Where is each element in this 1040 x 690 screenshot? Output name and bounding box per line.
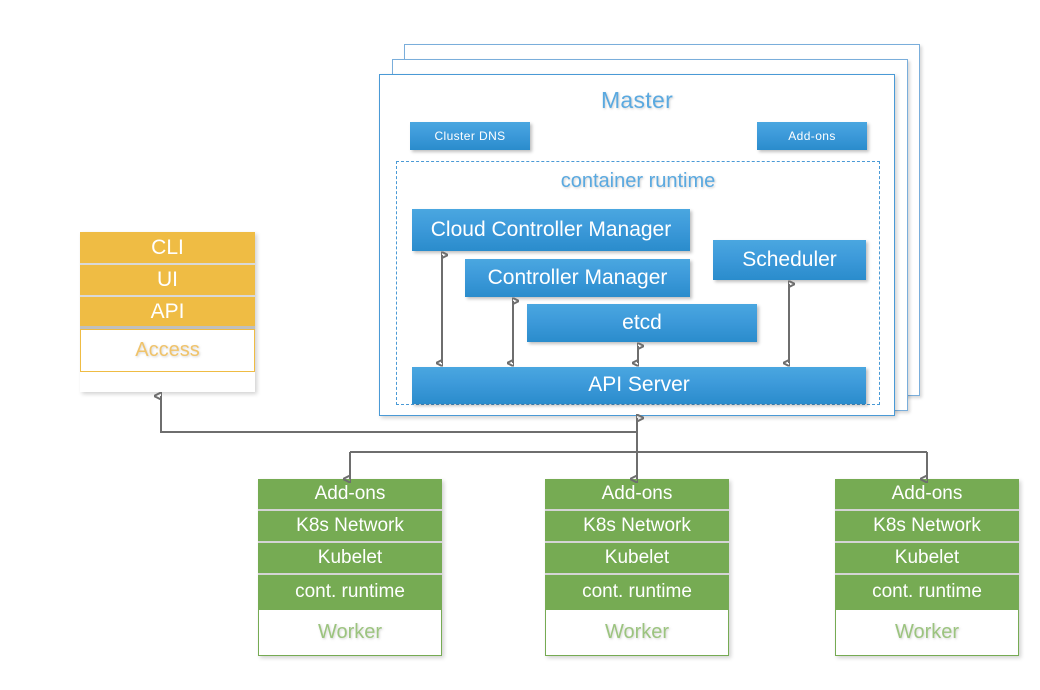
controller-manager-label: Controller Manager (487, 265, 668, 289)
master-add-ons-label: Add-ons (788, 128, 836, 143)
api-server-label: API Server (588, 373, 690, 397)
access-cli-label: CLI (151, 235, 184, 259)
master-add-ons-box[interactable]: Add-ons (757, 122, 867, 150)
worker-3-label-text: Worker (894, 621, 960, 643)
worker-2-label-text: Worker (604, 621, 670, 643)
worker-1-kubelet-label: Kubelet (317, 547, 383, 568)
access-ui-label: UI (157, 268, 178, 291)
worker-3-add-ons-label: Add-ons (891, 483, 963, 504)
worker-node-3[interactable]: Add-ons K8s Network Kubelet cont. runtim… (835, 479, 1019, 656)
access-row-cli[interactable]: CLI (80, 232, 255, 265)
worker-3-row-k8s-network[interactable]: K8s Network (835, 511, 1019, 543)
controller-manager-box[interactable]: Controller Manager (465, 259, 690, 297)
worker-3-row-kubelet[interactable]: Kubelet (835, 543, 1019, 575)
worker-2-row-kubelet[interactable]: Kubelet (545, 543, 729, 575)
worker-3-k8s-network-label: K8s Network (873, 515, 981, 536)
worker-1-row-kubelet[interactable]: Kubelet (258, 543, 442, 575)
cloud-controller-manager-box[interactable]: Cloud Controller Manager (412, 209, 690, 251)
worker-3-row-add-ons[interactable]: Add-ons (835, 479, 1019, 511)
worker-node-1[interactable]: Add-ons K8s Network Kubelet cont. runtim… (258, 479, 442, 656)
worker-2-add-ons-label: Add-ons (601, 483, 673, 504)
worker-1-row-cont-runtime[interactable]: cont. runtime (258, 575, 442, 609)
worker-1-footer-label: Worker (258, 609, 442, 656)
worker-3-row-cont-runtime[interactable]: cont. runtime (835, 575, 1019, 609)
worker-3-footer-label: Worker (835, 609, 1019, 656)
container-runtime-region: container runtime (396, 161, 880, 405)
etcd-box[interactable]: etcd (527, 304, 757, 342)
master-title: Master (600, 87, 674, 113)
worker-2-kubelet-label: Kubelet (604, 547, 670, 568)
worker-2-row-cont-runtime[interactable]: cont. runtime (545, 575, 729, 609)
cluster-dns-box[interactable]: Cluster DNS (410, 122, 530, 150)
worker-1-row-add-ons[interactable]: Add-ons (258, 479, 442, 511)
access-api-label: API (150, 299, 185, 323)
access-footer-label: Access (80, 329, 255, 372)
access-panel[interactable]: CLI UI API Access (80, 232, 255, 392)
worker-3-cont-runtime-label: cont. runtime (872, 581, 982, 602)
worker-2-k8s-network-label: K8s Network (583, 515, 691, 536)
worker-1-label-text: Worker (317, 621, 383, 643)
worker-2-row-k8s-network[interactable]: K8s Network (545, 511, 729, 543)
worker-2-footer-label: Worker (545, 609, 729, 656)
worker-1-row-k8s-network[interactable]: K8s Network (258, 511, 442, 543)
worker-1-add-ons-label: Add-ons (314, 483, 386, 504)
worker-1-k8s-network-label: K8s Network (296, 515, 404, 536)
worker-2-row-add-ons[interactable]: Add-ons (545, 479, 729, 511)
cloud-controller-manager-label: Cloud Controller Manager (430, 217, 672, 241)
api-server-box[interactable]: API Server (412, 367, 866, 404)
worker-2-cont-runtime-label: cont. runtime (582, 581, 692, 602)
cluster-dns-label: Cluster DNS (434, 128, 506, 143)
access-row-api[interactable]: API (80, 297, 255, 329)
access-row-ui[interactable]: UI (80, 265, 255, 297)
access-label-text: Access (135, 339, 200, 361)
scheduler-box[interactable]: Scheduler (713, 240, 866, 280)
master-node[interactable]: Master Cluster DNS Add-ons container run… (379, 74, 895, 416)
etcd-label: etcd (622, 310, 662, 334)
container-runtime-title: container runtime (560, 170, 716, 192)
worker-node-2[interactable]: Add-ons K8s Network Kubelet cont. runtim… (545, 479, 729, 656)
worker-3-kubelet-label: Kubelet (894, 547, 960, 568)
scheduler-label: Scheduler (742, 247, 837, 271)
worker-1-cont-runtime-label: cont. runtime (295, 581, 405, 602)
